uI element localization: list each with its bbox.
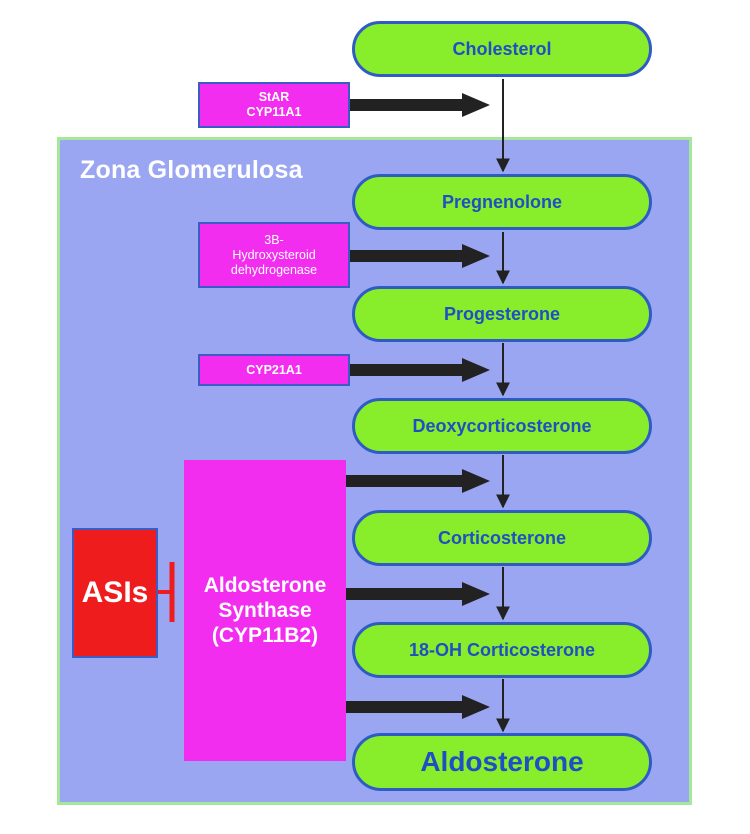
node-pregnenolone: Pregnenolone [352, 174, 652, 230]
enzyme-star-cyp11a1: StAR CYP11A1 [198, 82, 350, 128]
zona-glomerulosa-region [57, 137, 692, 805]
synthase-line1: Aldosterone [203, 574, 327, 597]
enzyme-aldosterone-synthase: Aldosterone Synthase (CYP11B2) [184, 460, 346, 761]
synthase-line2: Synthase [218, 599, 312, 622]
enzyme-hsd-line2: Hydroxysteroid [232, 247, 316, 262]
enzyme-cyp21a1: CYP21A1 [198, 354, 350, 386]
node-corticosterone: Corticosterone [352, 510, 652, 566]
node-aldosterone: Aldosterone [352, 733, 652, 791]
enzyme-star-line1: StAR [258, 90, 290, 104]
inhibitor-asis: ASIs [72, 528, 158, 658]
zone-title: Zona Glomerulosa [80, 156, 303, 184]
arrow-star [350, 93, 490, 117]
synthase-line3: (CYP11B2) [211, 624, 319, 647]
node-progesterone: Progesterone [352, 286, 652, 342]
enzyme-3b-hsd: 3B- Hydroxysteroid dehydrogenase [198, 222, 350, 288]
enzyme-hsd-line3: dehydrogenase [230, 262, 318, 277]
enzyme-star-line2: CYP11A1 [246, 105, 302, 119]
node-deoxycorticosterone: Deoxycorticosterone [352, 398, 652, 454]
node-18oh-corticosterone: 18-OH Corticosterone [352, 622, 652, 678]
node-cholesterol: Cholesterol [352, 21, 652, 77]
enzyme-hsd-line1: 3B- [264, 232, 284, 247]
